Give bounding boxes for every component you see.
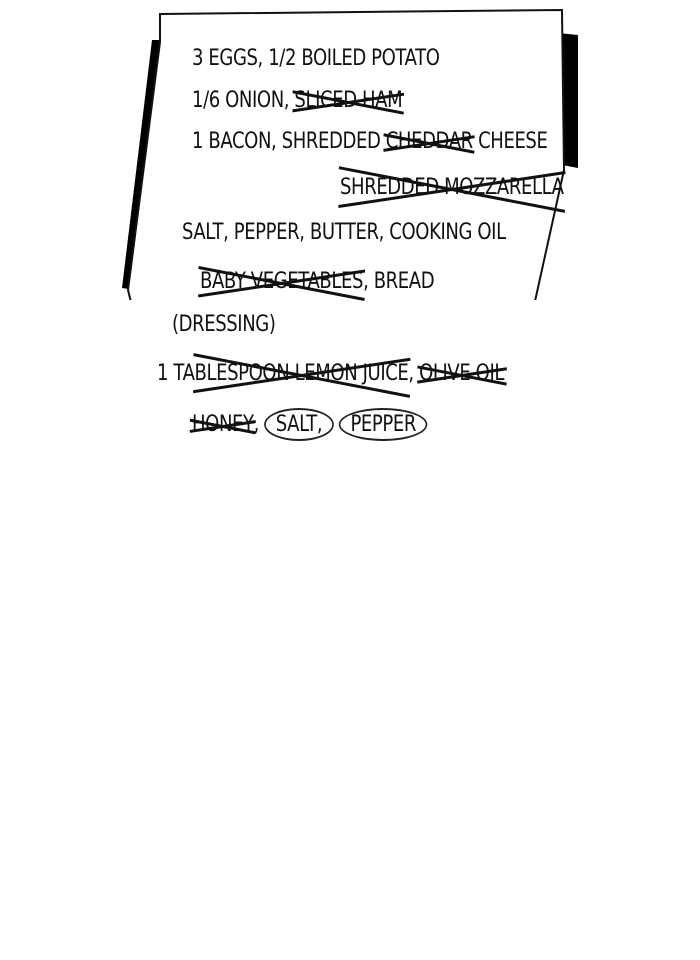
crossed-text: olive oil [419,361,505,386]
text: 1/6 onion, [192,88,295,113]
text: 1 bacon, shredded [192,129,386,154]
note-line-3: 1 bacon, shredded cheddar cheese [192,129,548,154]
circled-text: salt, [264,408,334,441]
crossed-text: cheddar [385,129,473,154]
note-line-2: 1/6 onion, sliced ham [192,88,403,113]
note-line-8: 1 tablespoon lemon juice, olive oil [157,361,504,386]
text: , [408,361,420,386]
note-line-4: shredded mozzarella [340,175,564,200]
circled-text: pepper [338,408,428,441]
text: cheese [472,129,548,154]
note-line-6: baby vegetables, bread [200,269,435,294]
note-line-7: (dressing) [172,312,276,337]
crossed-text: blespoon lemon juice [194,361,409,386]
note-line-1: 3 eggs, 1/2 boiled potato [192,46,440,71]
text: , [253,412,265,437]
note-line-5: salt, pepper, butter, cooking oil [182,220,506,245]
crossed-text: sliced ham [294,88,403,113]
text: 1 ta [157,361,195,386]
note-line-9: honey, salt, pepper [192,408,428,441]
crossed-text: baby vegetables [200,269,364,294]
crossed-text: shredded mozzarella [340,175,564,200]
text: , bread [363,269,435,294]
crossed-text: honey [192,412,254,437]
